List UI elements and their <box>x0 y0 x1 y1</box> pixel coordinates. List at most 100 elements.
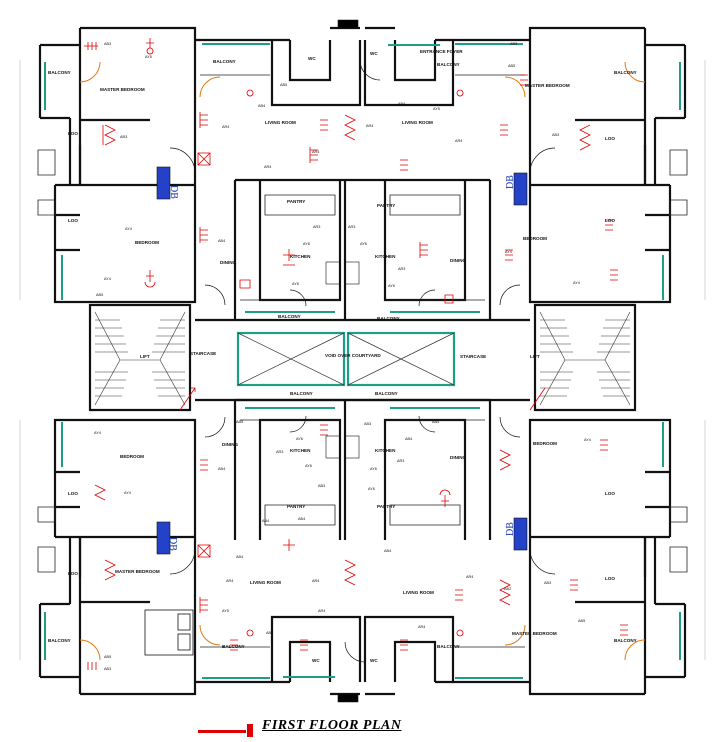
label-balcony-c4: BALCONY <box>375 391 398 396</box>
label-living-room-bl: LIVING ROOM <box>250 580 281 585</box>
tag: AB5 <box>104 655 111 659</box>
tag: AB4 <box>432 420 439 424</box>
label-staircase-left: STAIRCASE <box>190 351 216 356</box>
kitchen-sinks <box>325 261 360 459</box>
label-pantry-br: PANTRY <box>377 504 395 509</box>
label-balcony-t1: BALCONY <box>213 59 236 64</box>
label-bedroom-tl: BEDROOM <box>135 240 159 245</box>
label-balcony-bl-side: BALCONY <box>48 638 71 643</box>
tag: AR4 <box>222 125 229 129</box>
label-master-bedroom-bl: MASTER BEDROOM <box>115 569 160 574</box>
label-loo-6: LOO <box>68 571 78 576</box>
label-living-room-br: LIVING ROOM <box>403 590 434 595</box>
tag: AB4 <box>398 102 405 106</box>
tag: AY6 <box>368 487 375 491</box>
tag: AY5 <box>433 107 440 111</box>
label-dining-br: DINING <box>450 455 467 460</box>
tag: AB3 <box>552 133 559 137</box>
tag: AB4 <box>258 104 265 108</box>
tag: AR3 <box>398 267 405 271</box>
tag: AY4 <box>104 277 111 281</box>
tag: AB4 <box>266 631 273 635</box>
tag: AB4 <box>236 555 243 559</box>
tag: AR4 <box>312 579 319 583</box>
label-lift-left: LIFT <box>140 354 150 359</box>
tag: AY4 <box>584 438 591 442</box>
label-staircase-right: STAIRCASE <box>460 354 486 359</box>
tag: AR4 <box>312 150 319 154</box>
tag: AR4 <box>226 579 233 583</box>
staircase-treads <box>94 311 631 406</box>
tag: AY6 <box>296 437 303 441</box>
label-bedroom-bl: BEDROOM <box>120 454 144 459</box>
drawing-title: FIRST FLOOR PLAN <box>262 718 402 733</box>
tag: AR4 <box>418 625 425 629</box>
tag: AB3 <box>120 135 127 139</box>
dimension-ticks <box>19 19 706 703</box>
tag: AB5 <box>578 619 585 623</box>
label-living-room-tl: LIVING ROOM <box>265 120 296 125</box>
tag: AB3 <box>104 667 111 671</box>
interior-lines <box>37 74 688 648</box>
db-label-tl: DB <box>168 185 179 199</box>
label-balcony-tl-side: BALCONY <box>48 70 71 75</box>
label-loo-5: LOO <box>68 491 78 496</box>
label-master-bedroom-tl: MASTER BEDROOM <box>100 87 145 92</box>
db-label-bl: DB <box>167 537 178 551</box>
tag: AR3 <box>276 450 283 454</box>
label-balcony-c2: BALCONY <box>377 316 400 321</box>
tag: AB4 <box>405 437 412 441</box>
tag: AY4 <box>94 431 101 435</box>
label-balcony-c1: BALCONY <box>278 314 301 319</box>
label-balcony-t2: BALCONY <box>437 62 460 67</box>
tag: AB4 <box>262 519 269 523</box>
tag: AY4 <box>505 250 512 254</box>
label-balcony-b1: BALCONY <box>222 644 245 649</box>
tag: AR4 <box>318 609 325 613</box>
tag: AB5 <box>96 293 103 297</box>
bed-furniture <box>144 609 194 656</box>
tag: AR3 <box>397 459 404 463</box>
tag: AB4 <box>298 517 305 521</box>
label-dining-tl: DINING <box>220 260 237 265</box>
label-balcony-b2: BALCONY <box>437 644 460 649</box>
door-swings-orange <box>79 61 646 661</box>
tag: AR3 <box>348 225 355 229</box>
db-label-tr: DB <box>505 175 516 189</box>
db-panels <box>156 166 528 555</box>
label-kitchen-bl: KITCHEN <box>290 448 311 453</box>
tag: AB5 <box>236 420 243 424</box>
tag: AY5 <box>145 55 152 59</box>
tag: AB3 <box>104 42 111 46</box>
tag: AB4 <box>218 239 225 243</box>
label-balcony-tr-side: BALCONY <box>614 70 637 75</box>
label-wc-bl: WC <box>312 658 320 663</box>
tag: AY4 <box>124 491 131 495</box>
label-loo-8: LOO <box>605 576 615 581</box>
label-bedroom-br: BEDROOM <box>533 441 557 446</box>
label-master-bedroom-tr: MASTER BEDROOM <box>525 83 570 88</box>
fixture-tags: AB3 AY5 AB3 AB4 AB5 AR4 AR4 AR4 AR4 AR3 … <box>94 42 591 671</box>
label-loo-3: LOO <box>605 136 615 141</box>
label-loo-2: LOO <box>68 218 78 223</box>
tag: AB5 <box>508 64 515 68</box>
title-marker <box>247 724 253 737</box>
label-dining-tr: DINING <box>450 258 467 263</box>
label-loo-1: LOO <box>68 131 78 136</box>
tag: AB4 <box>218 467 225 471</box>
tag: AR4 <box>264 165 271 169</box>
label-wc-tl: WC <box>308 56 316 61</box>
door-swings <box>169 59 556 663</box>
tag: AY4 <box>125 227 132 231</box>
label-entrance-foyer: ENTRANCE FOYER <box>420 49 463 54</box>
room-labels: MASTER BEDROOM MASTER BEDROOM MASTER BED… <box>48 49 637 663</box>
label-pantry-tr: PANTRY <box>377 203 395 208</box>
label-dining-bl: DINING <box>222 442 239 447</box>
tag: AB3 <box>544 581 551 585</box>
void-courtyard <box>236 331 456 387</box>
electrical-layout <box>84 38 628 670</box>
label-kitchen-tr: KITCHEN <box>375 254 396 259</box>
tag: AY6 <box>370 467 377 471</box>
tag: AY4 <box>573 281 580 285</box>
